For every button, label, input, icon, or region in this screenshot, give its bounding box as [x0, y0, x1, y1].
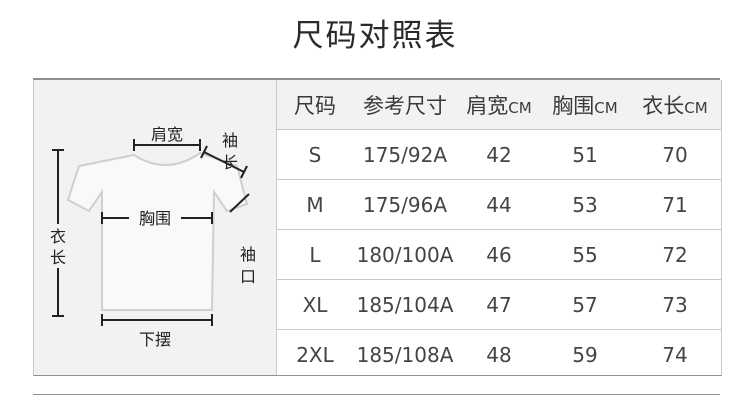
cell-shoulder: 42 — [457, 129, 541, 180]
bottom-divider — [33, 394, 720, 395]
cell-reference: 175/92A — [353, 129, 457, 180]
header-length: 衣长CM — [629, 80, 721, 130]
table-row: L 180/100A 46 55 72 — [277, 229, 721, 280]
size-table: 尺码 参考尺寸 肩宽CM 胸围CM 衣长CM S 175/92A 42 51 7… — [277, 80, 721, 379]
table-header-row: 尺码 参考尺寸 肩宽CM 胸围CM 衣长CM — [277, 80, 721, 130]
shoulder-label: 肩宽 — [151, 125, 183, 144]
table-row: M 175/96A 44 53 71 — [277, 179, 721, 230]
cell-chest: 51 — [541, 129, 629, 180]
cell-size: XL — [277, 279, 353, 330]
page-title: 尺码对照表 — [292, 18, 458, 54]
sleeve-length-label-1: 袖 — [222, 131, 238, 150]
table-row: S 175/92A 42 51 70 — [277, 129, 721, 180]
body-length-label-1: 衣 — [50, 227, 66, 246]
cell-shoulder: 44 — [457, 179, 541, 230]
cell-chest: 57 — [541, 279, 629, 330]
cell-length: 72 — [629, 229, 721, 280]
body-length-label-2: 长 — [50, 248, 66, 267]
cell-size: 2XL — [296, 342, 334, 367]
cell-shoulder: 46 — [457, 229, 541, 280]
cell-shoulder: 47 — [457, 279, 541, 330]
cell-length: 74 — [662, 342, 688, 367]
cell-shoulder: 48 — [486, 342, 512, 367]
hem-label: 下摆 — [139, 330, 171, 349]
cell-chest: 59 — [572, 342, 598, 367]
table-row: XL 185/104A 47 57 73 — [277, 279, 721, 330]
cell-size: L — [277, 229, 353, 280]
cell-chest: 55 — [541, 229, 629, 280]
cuff-label-2: 口 — [240, 267, 256, 286]
cell-chest: 53 — [541, 179, 629, 230]
sleeve-length-label-2: 长 — [222, 153, 238, 172]
title-divider — [33, 78, 720, 80]
cuff-label-1: 袖 — [240, 245, 256, 264]
header-reference: 参考尺寸 — [353, 80, 457, 130]
tshirt-outline — [66, 151, 249, 311]
cell-reference: 185/104A — [353, 279, 457, 330]
header-shoulder: 肩宽CM — [457, 80, 541, 130]
table-row: 2XL 185/108A 48 59 74 — [277, 330, 721, 380]
cell-reference: 185/108A — [356, 342, 454, 367]
header-size: 尺码 — [277, 80, 353, 130]
garment-measurement-diagram: 肩宽 袖 长 胸围 衣 长 袖 口 — [34, 80, 277, 375]
cell-size: S — [277, 129, 353, 180]
size-chart-panel: 肩宽 袖 长 胸围 衣 长 袖 口 — [33, 80, 722, 376]
cell-reference: 180/100A — [353, 229, 457, 280]
cell-length: 70 — [629, 129, 721, 180]
chest-label: 胸围 — [139, 209, 171, 228]
cell-length: 71 — [629, 179, 721, 230]
header-chest: 胸围CM — [541, 80, 629, 130]
cell-reference: 175/96A — [353, 179, 457, 230]
cell-length: 73 — [629, 279, 721, 330]
cell-size: M — [277, 179, 353, 230]
